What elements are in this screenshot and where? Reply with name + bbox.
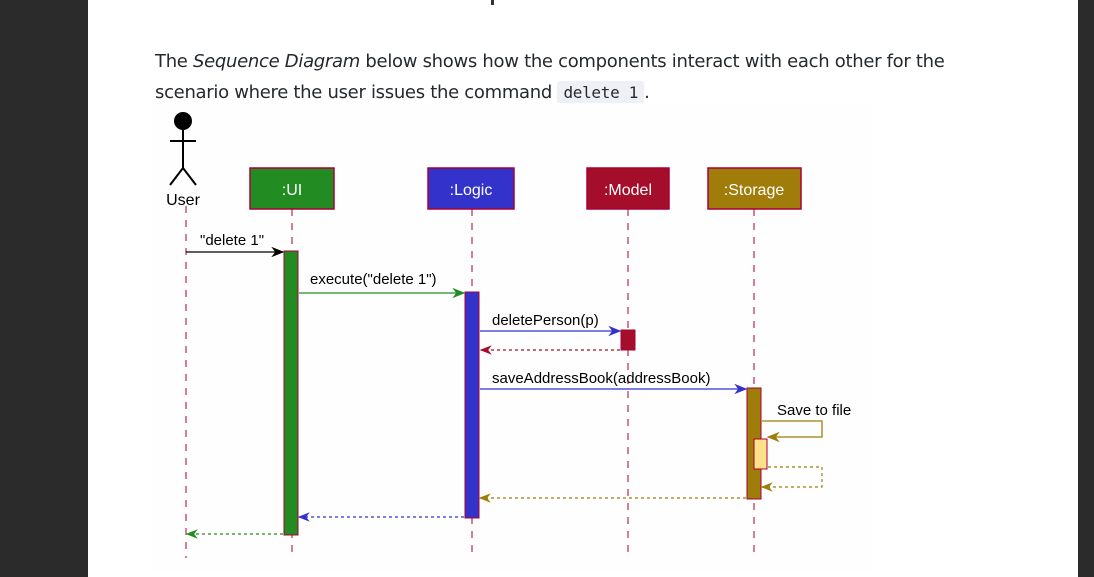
right-dark-margin	[1078, 0, 1094, 577]
message-savetofile-label: Save to file	[777, 402, 851, 419]
activation-logic	[464, 291, 480, 519]
message-execute-label: execute("delete 1")	[310, 271, 437, 288]
activation-ui	[283, 250, 299, 536]
actor-label: User	[166, 192, 200, 209]
participant-logic-label: :Logic	[450, 182, 493, 199]
left-dark-margin	[0, 0, 88, 577]
participant-storage-label: :Storage	[724, 182, 785, 199]
activation-storage-self	[753, 438, 768, 470]
para-text-middle: below shows how the components interact …	[155, 51, 945, 103]
participant-ui-label: :UI	[282, 182, 302, 199]
para-text-before: The	[155, 51, 193, 72]
user-actor-icon	[169, 112, 197, 186]
message-saveaddressbook-label: saveAddressBook(addressBook)	[492, 370, 710, 387]
message-delete-label: "delete 1"	[200, 232, 264, 249]
participant-ui-box	[249, 167, 335, 210]
participant-logic-box	[427, 167, 515, 210]
participant-model-label: :Model	[604, 182, 652, 199]
participant-storage-box	[707, 167, 802, 210]
inline-code: delete 1	[557, 81, 645, 104]
message-savetofile-arrow	[762, 420, 823, 443]
return-savetofile-arrow	[760, 466, 823, 492]
para-text-after: .	[644, 82, 650, 103]
heading-fragment	[491, 0, 494, 5]
para-emphasis: Sequence Diagram	[193, 51, 360, 72]
sequence-diagram: User :UI :Logic :Model :Storage "delete …	[152, 103, 872, 573]
participant-model-box	[586, 167, 670, 210]
description-paragraph: The Sequence Diagram below shows how the…	[155, 46, 975, 108]
activation-model	[620, 329, 636, 351]
message-deleteperson-label: deletePerson(p)	[492, 312, 599, 329]
